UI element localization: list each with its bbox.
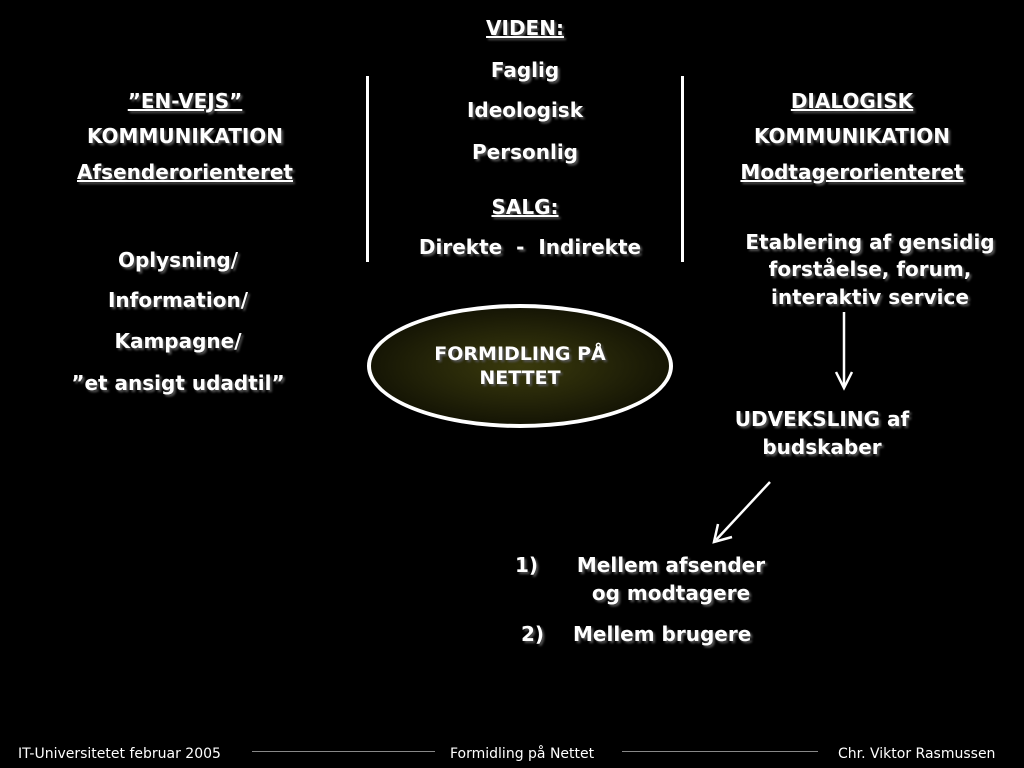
ellipse-label-line1: FORMIDLING PÅ [434,343,606,365]
viden-heading: VIDEN: [486,16,564,40]
footer-line-right [622,751,818,752]
right-desc-line2: forståelse, forum, [768,257,972,281]
right-divider [681,76,684,262]
arrow-diagonal-icon [712,481,771,544]
list-item1-number: 1) [515,553,539,577]
exchange-line1: UDVEKSLING af [734,407,910,431]
viden-item-ideologisk: Ideologisk [466,98,584,122]
salg-heading: SALG: [491,195,559,219]
left-item-oplysning: Oplysning/ [117,248,239,272]
viden-item-faglig: Faglig [490,58,560,82]
left-item-ansigt: ”et ansigt udadtil” [71,371,285,395]
salg-text: Direkte - Indirekte [418,235,642,259]
ellipse-label-line2: NETTET [479,367,561,389]
left-heading-line1: ”EN-VEJS” [127,89,243,113]
left-divider [366,76,369,262]
right-heading-line2: KOMMUNIKATION [753,124,951,148]
list-item2-text: Mellem brugere [573,622,752,646]
list-item1-line2: og modtagere [591,581,751,605]
list-item2-number: 2) [521,622,545,646]
footer-left: IT-Universitetet februar 2005 [18,746,221,762]
right-heading-line1: DIALOGISK [790,89,914,113]
right-heading-line3: Modtagerorienteret [740,160,964,184]
left-item-information: Information/ [107,288,249,312]
arrow-down-icon [834,312,854,391]
list-item1-line1: Mellem afsender [576,553,766,577]
viden-item-personlig: Personlig [472,140,578,164]
footer-line-left [252,751,435,752]
center-ellipse: FORMIDLING PÅ NETTET [367,304,673,428]
footer-center: Formidling på Nettet [450,746,595,762]
left-heading-line3: Afsenderorienteret [76,160,293,184]
exchange-line2: budskaber [762,435,882,459]
left-item-kampagne: Kampagne/ [114,329,242,353]
ellipse-label: FORMIDLING PÅ NETTET [434,342,605,390]
right-desc-line1: Etablering af gensidig [745,230,995,254]
left-heading-line2: KOMMUNIKATION [86,124,284,148]
footer-right: Chr. Viktor Rasmussen [838,746,996,762]
right-desc-line3: interaktiv service [771,285,969,309]
